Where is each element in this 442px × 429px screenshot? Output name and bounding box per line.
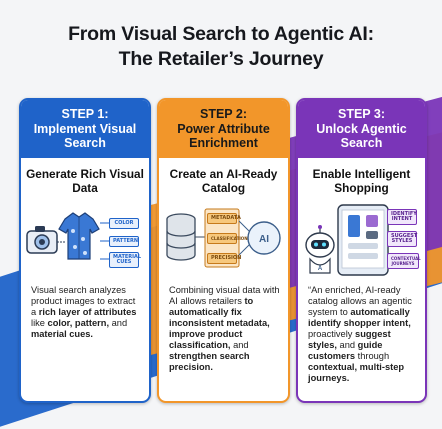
step-3-header: STEP 3: Unlock Agentic Search xyxy=(298,100,425,158)
precision-tag: PRECISION xyxy=(207,253,241,264)
step-1-description: Visual search analyzes product images to… xyxy=(21,285,149,340)
step-3-subtitle: Enable Intelligent Shopping xyxy=(312,167,411,195)
step-1-subtitle: Generate Rich Visual Data xyxy=(26,167,144,195)
step-2-description: Combining visual data with AI allows ret… xyxy=(159,285,288,373)
svg-text:AI: AI xyxy=(259,234,269,245)
robot-tablet-icon: A xyxy=(305,204,389,276)
camera-shirt-icon xyxy=(26,212,109,260)
contextual-journeys-tag: CONTEXTUAL JOURNEYS xyxy=(387,253,421,269)
pattern-tag: PATTERN xyxy=(109,236,139,247)
description-text: proactively xyxy=(308,329,356,339)
step-3-heading: Unlock Agentic Search xyxy=(316,121,407,151)
step-2-label: STEP 2: xyxy=(199,107,247,122)
color-tag: COLOR xyxy=(109,218,139,229)
description-emphasis: to automatically fix inconsistent metada… xyxy=(169,296,270,328)
step-2-header: STEP 2: Power Attribute Enrichment xyxy=(159,100,288,158)
svg-text:A: A xyxy=(318,266,323,272)
description-emphasis: strengthen search precision. xyxy=(169,351,250,372)
description-emphasis: color, pattern, xyxy=(47,318,110,328)
step-2-illustration: AI METADATA CLASSIFICATION PRECISION xyxy=(159,201,288,279)
description-emphasis: material cues. xyxy=(31,329,94,339)
description-emphasis: improve product classification, xyxy=(169,329,243,350)
description-text: Visual search analyzes product images to… xyxy=(31,285,136,317)
description-emphasis: automatically identify shopper intent, xyxy=(308,307,411,328)
description-text: “An enriched, AI-ready catalog allows an… xyxy=(308,285,412,317)
classification-tag: CLASSIFICATION xyxy=(207,233,248,244)
description-text: Combining visual data with AI allows ret… xyxy=(169,285,280,306)
step-1-label: STEP 1: xyxy=(61,107,109,122)
suggest-styles-tag: SUGGEST STYLES xyxy=(387,231,417,247)
description-emphasis: suggest styles, xyxy=(308,329,391,350)
step-3-illustration: A IDENTIFY INTENT SUGGEST STYLES CONTEXT… xyxy=(298,201,425,279)
title-line-2: The Retailer’s Journey xyxy=(118,48,324,70)
step-1-heading: Implement Visual Search xyxy=(33,121,137,151)
description-text: like xyxy=(31,318,48,328)
step-1-illustration: COLOR PATTERN MATERIAL CUES xyxy=(21,201,149,279)
step-3-description: “An enriched, AI-ready catalog allows an… xyxy=(298,285,425,384)
description-emphasis: guide customers xyxy=(308,340,383,361)
step-1-header: STEP 1: Implement Visual Search xyxy=(21,100,149,158)
step-2-card: STEP 2: Power Attribute Enrichment Creat… xyxy=(157,98,290,403)
description-text: and xyxy=(109,318,128,328)
step-2-heading: Power Attribute Enrichment xyxy=(177,121,270,151)
description-text: and xyxy=(230,340,249,350)
description-text: through xyxy=(355,351,390,361)
step-3-card: STEP 3: Unlock Agentic Search Enable Int… xyxy=(296,98,427,403)
material-cues-tag: MATERIAL CUES xyxy=(109,252,141,268)
step-1-card: STEP 1: Implement Visual Search Generate… xyxy=(19,98,151,403)
description-emphasis: rich layer of attributes xyxy=(38,307,137,317)
step-2-subtitle: Create an AI-Ready Catalog xyxy=(169,167,278,195)
title-line-1: From Visual Search to Agentic AI: xyxy=(68,23,374,45)
description-text: and xyxy=(336,340,358,350)
metadata-tag: METADATA xyxy=(207,213,241,224)
step-3-label: STEP 3: xyxy=(337,107,385,122)
description-emphasis: contextual, multi-step journeys. xyxy=(308,362,405,383)
page-title: From Visual Search to Agentic AI: The Re… xyxy=(0,22,442,72)
identify-intent-tag: IDENTIFY INTENT xyxy=(387,209,417,225)
